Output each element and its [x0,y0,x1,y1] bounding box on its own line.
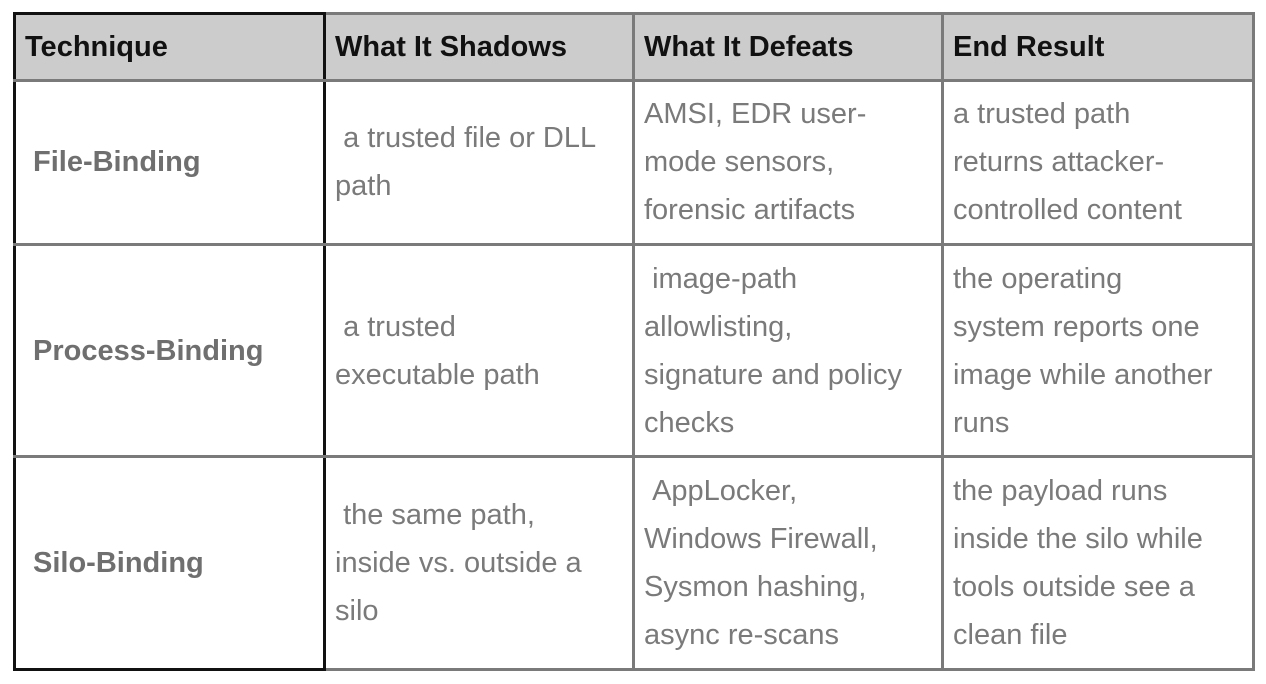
header-end-result: End Result [941,12,1255,82]
technique-cell: Silo-Binding [13,455,326,671]
shadows-cell: the same path, inside vs. outside a silo [323,455,635,671]
defeats-cell: AppLocker, Windows Firewall, Sysmon hash… [632,455,944,671]
comparison-table: Technique What It Shadows What It Defeat… [13,12,1255,671]
result-cell: a trusted path returns attacker- control… [941,79,1255,246]
defeats-cell: image-path allowlisting, signature and p… [632,242,944,459]
comparison-table-container: Technique What It Shadows What It Defeat… [13,12,1255,671]
result-cell: the operating system reports one image w… [941,242,1255,459]
table-row: Silo-Binding the same path, inside vs. o… [13,455,1255,671]
header-technique: Technique [13,12,326,82]
table-header-row: Technique What It Shadows What It Defeat… [13,12,1255,82]
shadows-cell: a trusted file or DLL path [323,79,635,246]
defeats-cell: AMSI, EDR user- mode sensors, forensic a… [632,79,944,246]
result-cell: the payload runs inside the silo while t… [941,455,1255,671]
technique-cell: Process-Binding [13,242,326,459]
table-row: File-Binding a trusted file or DLL path … [13,79,1255,246]
technique-cell: File-Binding [13,79,326,246]
header-what-it-shadows: What It Shadows [323,12,635,82]
shadows-cell: a trusted executable path [323,242,635,459]
table-row: Process-Binding a trusted executable pat… [13,242,1255,459]
header-what-it-defeats: What It Defeats [632,12,944,82]
